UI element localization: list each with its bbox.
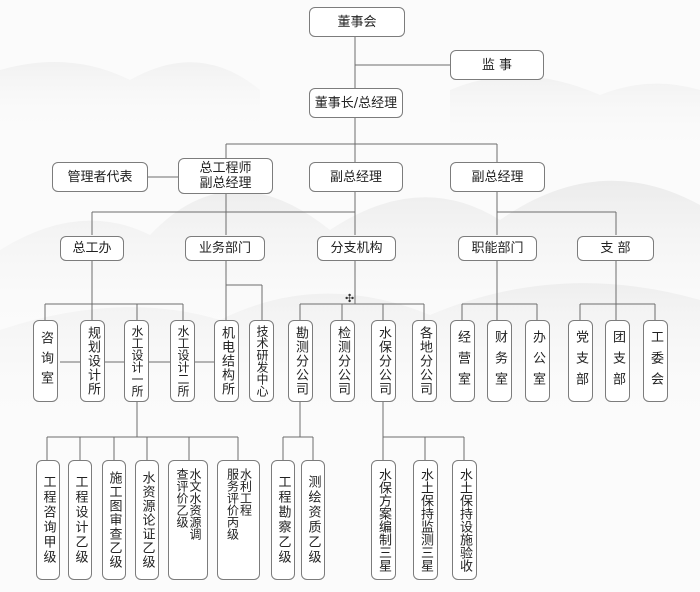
dept-business-box: 业务部门 [185,236,265,261]
unit-testing-branch: 检测分公司 [330,320,355,402]
vp-right-box: 副总经理 [450,162,545,192]
qual-engineering-consulting-a-label: 工程咨询甲级 [40,475,56,565]
qual-soil-water-plan-3star: 水保方案编制三星 [371,460,396,580]
qual-soil-water-plan-3star-label: 水保方案编制三星 [376,468,391,572]
management-rep-label: 管理者代表 [67,169,133,185]
unit-planning-institute-label: 规划设计所 [85,326,100,396]
unit-planning-institute: 规划设计所 [80,320,105,402]
unit-office: 办公室 [525,320,550,402]
qual-surveying-mapping-b-label: 测绘资质乙级 [305,475,321,565]
dept-branches-box: 分支机构 [317,236,396,261]
unit-survey-branch-label: 勘测分公司 [293,326,308,396]
qual-water-resource-demo-b-label: 水资源论证乙级 [139,471,155,569]
unit-electromech-institute-label: 机电结构所 [219,326,234,396]
qual-construction-review-b: 施工图审查乙级 [102,460,126,580]
qual-engineering-survey-b: 工程勘察乙级 [271,460,295,580]
dept-functional-box: 职能部门 [458,236,537,261]
unit-youth-league-branch-label: 团支部 [610,329,625,393]
qual-service-col2: 服务评价丙级 [225,468,240,540]
unit-hydraulic-design-1-label: 水工设计一所 [130,325,144,397]
unit-labor-union: 工委会 [643,320,668,402]
unit-soil-water-branch: 水保分公司 [371,320,396,402]
unit-electromech-institute: 机电结构所 [214,320,239,402]
chief-engineer-box: 总工程师 副总经理 [178,158,273,194]
qual-soil-water-acceptance-label: 水土保持设施验收 [457,468,472,572]
deputy-gm-label: 副总经理 [199,176,252,191]
unit-party-branch-label: 党支部 [573,329,588,393]
qual-engineering-design-b: 工程设计乙级 [68,460,92,580]
qual-engineering-consulting-a: 工程咨询甲级 [36,460,60,580]
qual-service-col2-text: 服务评价丙 [225,468,240,528]
unit-operations-room: 经营室 [450,320,475,402]
unit-regional-branches: 各地分公司 [412,320,437,402]
qual-hydrology-col1: 水文水资源调 [188,468,202,540]
unit-consulting-room: 咨询室 [33,320,58,402]
unit-consulting-room-label: 咨询室 [38,331,53,391]
unit-regional-branches-label: 各地分公司 [417,326,432,396]
qual-soil-water-monitor-3star: 水土保持监测三星 [413,460,438,580]
qual-water-resource-demo-b: 水资源论证乙级 [135,460,159,580]
dept-branch-party-box: 支 部 [577,236,654,261]
qual-surveying-mapping-b: 测绘资质乙级 [301,460,325,580]
qual-service-col1: 水利工程 [238,468,253,516]
qual-engineering-design-b-label: 工程设计乙级 [72,475,88,565]
dept-zonggong-box: 总工办 [60,236,124,261]
supervisor-box: 监 事 [450,50,544,80]
unit-finance-room: 财务室 [487,320,512,402]
qual-construction-review-b-label: 施工图审查乙级 [106,471,122,569]
unit-operations-room-label: 经营室 [455,329,470,393]
dept-branches-label: 分支机构 [330,241,383,256]
dept-business-label: 业务部门 [198,241,251,256]
unit-hydraulic-design-1: 水工设计一所 [124,320,149,402]
unit-soil-water-branch-label: 水保分公司 [376,326,391,396]
chairman-gm-box: 董事长/总经理 [309,88,403,118]
qual-engineering-survey-b-label: 工程勘察乙级 [275,475,291,565]
vp-right-label: 副总经理 [471,169,524,185]
dept-branch-party-label: 支 部 [600,241,631,256]
management-rep-box: 管理者代表 [52,162,148,192]
unit-testing-branch-label: 检测分公司 [335,326,350,396]
qual-hydrology-col2: 查评价乙级 [175,468,189,528]
unit-hydraulic-design-2: 水工设计二所 [170,320,195,402]
dept-functional-label: 职能部门 [471,241,524,256]
vp-center-box: 副总经理 [309,162,403,192]
move-cursor-icon: ✣ [345,292,355,305]
chief-engineer-label: 总工程师 [199,161,252,176]
vp-center-label: 副总经理 [329,169,382,185]
qual-service-col1-text: 水利工程 [238,468,253,516]
qual-soil-water-monitor-3star-label: 水土保持监测三星 [418,468,433,572]
qual-hydrology-col2-text: 查评价乙级 [175,468,189,528]
unit-hydraulic-design-2-label: 水工设计二所 [176,325,190,397]
unit-tech-rd-center: 技术研发中心 [249,320,274,402]
board-of-directors-label: 董事会 [337,14,377,30]
unit-office-label: 办公室 [530,329,545,393]
qual-hydrology-col1-text: 水文水资源调 [188,468,202,540]
unit-labor-union-label: 工委会 [648,329,663,393]
qual-water-service-eval-c: 水利工程 服务评价丙级 [217,460,260,580]
board-of-directors-box: 董事会 [309,7,405,37]
unit-tech-rd-center-label: 技术研发中心 [255,325,269,397]
unit-youth-league-branch: 团支部 [605,320,630,402]
qual-soil-water-acceptance: 水土保持设施验收 [452,460,477,580]
supervisor-label: 监 事 [481,57,513,73]
unit-party-branch: 党支部 [568,320,593,402]
qual-service-col2-tail: 级 [225,528,240,540]
unit-survey-branch: 勘测分公司 [288,320,313,402]
qual-hydrology-survey-b: 水文水资源调 查评价乙级 [168,460,208,580]
dept-zonggong-label: 总工办 [72,241,112,256]
unit-finance-room-label: 财务室 [492,329,507,393]
chairman-gm-label: 董事长/总经理 [314,95,398,111]
